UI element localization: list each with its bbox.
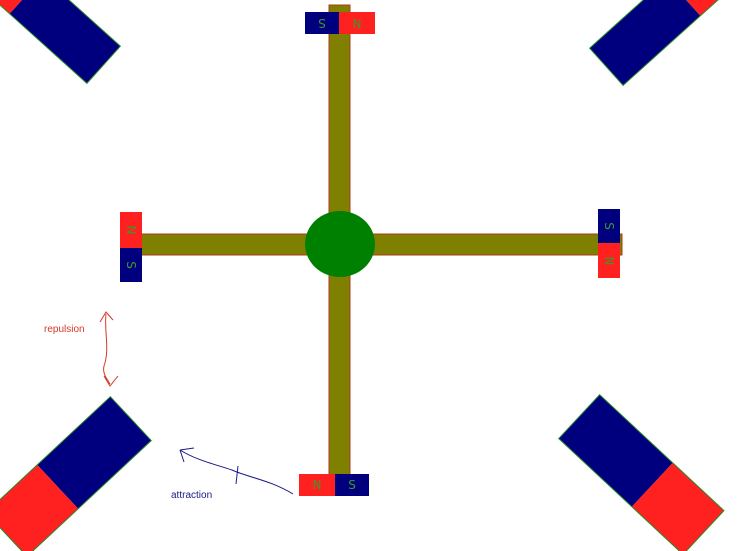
stator-magnet-top-left — [0, 0, 122, 85]
pole-label-north: N — [602, 257, 616, 266]
pole-label-north: N — [124, 226, 138, 235]
magnet-outline — [558, 393, 725, 551]
attraction-label: attraction — [171, 490, 212, 501]
pole-label-north: N — [353, 16, 362, 30]
magnet-north-pole — [120, 212, 142, 248]
magnet-south-pole — [589, 0, 701, 86]
pole-label-north: N — [313, 478, 322, 492]
rotor-magnet-bottom: N S — [299, 474, 369, 496]
magnet-outline — [588, 0, 722, 87]
rotor-magnet-right: S N — [598, 209, 620, 278]
pole-label-south: S — [602, 222, 616, 230]
magnet-north-pole — [0, 464, 79, 551]
magnet-south-pole — [37, 396, 152, 509]
rotor-arm-horizontal — [129, 233, 623, 256]
magnet-north-pole — [299, 474, 335, 496]
pole-label-south: S — [348, 478, 356, 492]
magnet-south-pole — [558, 394, 673, 507]
magnet-south-pole — [305, 12, 339, 34]
rotor-magnet-top: S N — [305, 12, 375, 34]
attraction-arrow — [179, 447, 294, 495]
magnet-north-pole — [666, 0, 722, 16]
magnet-south-pole — [335, 474, 369, 496]
pole-label-south: S — [318, 16, 326, 30]
pole-label-south: S — [124, 261, 138, 269]
magnet-south-pole — [120, 248, 142, 282]
stator-magnet-top-right — [588, 0, 722, 87]
magnet-north-pole — [598, 243, 620, 278]
magnet-outline — [0, 0, 122, 85]
repulsion-arrow — [99, 311, 119, 387]
rotor-magnet-left: N S — [120, 212, 142, 282]
stator-magnet-bottom-left — [0, 395, 152, 551]
stator-magnet-bottom-right — [558, 393, 725, 551]
magnet-south-pole — [9, 0, 121, 84]
magnet-north-pole — [631, 462, 724, 551]
rotor-hub — [305, 211, 375, 277]
magnet-outline — [0, 395, 152, 551]
magnet-north-pole — [339, 12, 375, 34]
magnet-south-pole — [598, 209, 620, 243]
repulsion-label: repulsion — [44, 324, 85, 335]
